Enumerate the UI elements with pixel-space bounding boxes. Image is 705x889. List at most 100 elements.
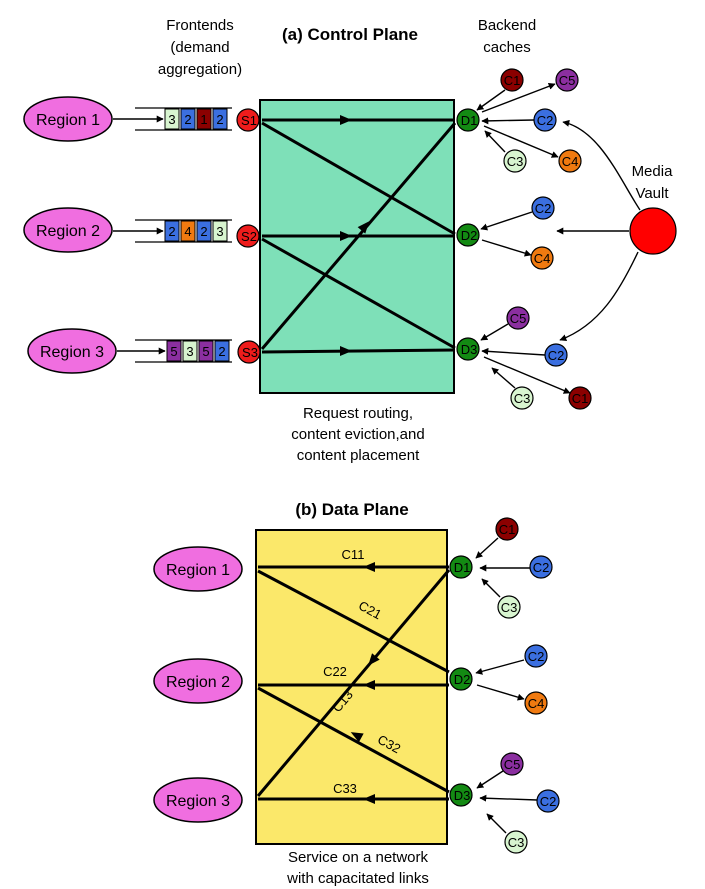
link-arrowhead — [363, 680, 375, 690]
content-arrow — [483, 125, 559, 158]
content-c3-label: C3 — [508, 835, 525, 850]
content-c5-node — [500, 752, 524, 776]
content-c2-label: C2 — [528, 649, 545, 664]
queue-item-label: 2 — [168, 224, 175, 239]
content-c3-label: C3 — [501, 600, 518, 615]
data-plane-section: (b) Data Plane C11 C21 C22 C13 C32 C33 R… — [153, 500, 560, 887]
switch-s1-label: S1 — [241, 113, 257, 128]
content-c5-node — [506, 306, 530, 330]
queue-item-label: 2 — [184, 112, 191, 127]
control-caption-line-1: Request routing, — [303, 405, 413, 422]
queue-item — [214, 340, 230, 362]
cache-d1-label: D1 — [454, 560, 471, 575]
link-arrowhead — [350, 732, 364, 743]
content-c2-label: C2 — [540, 794, 557, 809]
queue-region-1: 3 2 1 2 — [135, 107, 232, 131]
route-arrowhead — [340, 346, 352, 356]
content-c4-node — [530, 246, 554, 270]
cache-d3 — [456, 337, 480, 361]
cache-d1 — [449, 555, 473, 579]
queue-item — [182, 340, 198, 362]
content-c4-label: C4 — [534, 251, 551, 266]
route-s3-d3 — [261, 348, 456, 354]
content-c3-label: C3 — [507, 154, 524, 169]
content-c2-label: C2 — [537, 113, 554, 128]
switch-s2 — [236, 224, 260, 248]
queue-item-label: 2 — [216, 112, 223, 127]
data-caption-line-1: Service on a network — [288, 849, 429, 866]
switch-s3 — [237, 340, 261, 364]
content-c2-node — [544, 343, 568, 367]
region-3-label: Region 3 — [40, 344, 104, 361]
queue-item — [180, 108, 196, 130]
region-2-label: Region 2 — [166, 674, 230, 691]
content-arrow — [480, 211, 533, 231]
region-1-label: Region 1 — [36, 112, 100, 129]
region-3-node — [27, 328, 117, 374]
queue-item — [166, 340, 182, 362]
content-c1-label: C1 — [504, 73, 521, 88]
queue-item — [212, 108, 228, 130]
queue-item — [196, 108, 212, 130]
cache-d3 — [449, 783, 473, 807]
content-c2-node — [529, 555, 553, 579]
region-1-node — [23, 96, 113, 142]
cache-d1-label: D1 — [461, 113, 478, 128]
frontends-label-line-2: (demand — [170, 39, 229, 56]
region-3-node — [153, 777, 243, 823]
content-c4-label: C4 — [562, 154, 579, 169]
queue-item — [164, 220, 180, 242]
link-c33-label: C33 — [333, 781, 357, 796]
content-c1-node — [500, 68, 524, 92]
control-plane-title: (a) Control Plane — [282, 25, 418, 44]
vault-to-d3-arrow — [559, 251, 639, 342]
content-c3-node — [504, 830, 528, 854]
link-c22-label: C22 — [323, 664, 347, 679]
content-arrow — [481, 239, 532, 257]
region-3-label: Region 3 — [166, 793, 230, 810]
route-s2-d3 — [261, 237, 456, 350]
content-c3-node — [510, 386, 534, 410]
route-arrowhead — [357, 221, 370, 234]
frontends-label-line-3: aggregation) — [158, 61, 242, 78]
frontends-label-line-1: Frontends — [166, 17, 234, 34]
control-plane-section: (a) Control Plane Frontends (demand aggr… — [23, 17, 677, 464]
content-c1-node — [495, 517, 519, 541]
cache-d3-label: D3 — [461, 342, 478, 357]
queue-item-label: 4 — [184, 224, 191, 239]
cache-d2-label: D2 — [454, 672, 471, 687]
data-caption-line-2: with capacitated links — [286, 870, 429, 887]
vault-to-d1-arrow — [562, 119, 641, 211]
content-arrow — [481, 578, 501, 598]
content-c2-label: C2 — [548, 348, 565, 363]
region-2-node — [23, 207, 113, 253]
content-arrow — [481, 347, 546, 356]
content-c2-node — [524, 644, 548, 668]
link-arrowhead — [363, 562, 375, 572]
content-arrow — [486, 813, 507, 834]
content-c4-label: C4 — [528, 696, 545, 711]
queue-region-2: 2 4 2 3 — [135, 219, 232, 243]
switch-s3-label: S3 — [242, 345, 258, 360]
cache-d2 — [449, 667, 473, 691]
content-c5-node — [555, 68, 579, 92]
queue-item-label: 3 — [186, 344, 193, 359]
cache-d2-label: D2 — [461, 228, 478, 243]
queue-item-label: 5 — [170, 344, 177, 359]
data-plane-title: (b) Data Plane — [295, 500, 408, 519]
content-c5-label: C5 — [510, 311, 527, 326]
queue-item — [164, 108, 180, 130]
content-c5-label: C5 — [504, 757, 521, 772]
route-arrowhead — [340, 115, 352, 125]
queue-item — [212, 220, 228, 242]
content-arrow — [483, 356, 571, 394]
backend-label-line-2: caches — [483, 39, 531, 56]
content-c1-label: C1 — [572, 391, 589, 406]
queue-item-label: 3 — [216, 224, 223, 239]
queue-item-label: 5 — [202, 344, 209, 359]
region-2-label: Region 2 — [36, 223, 100, 240]
cache-d3-label: D3 — [454, 788, 471, 803]
link-arrowhead — [368, 653, 380, 666]
region-1-label: Region 1 — [166, 562, 230, 579]
